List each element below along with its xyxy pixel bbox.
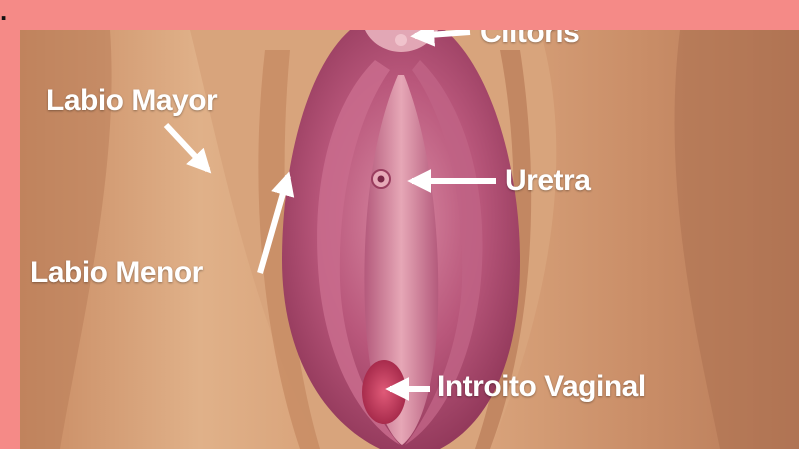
label-clitoris: Clítoris	[480, 30, 579, 48]
label-introito-vaginal: Introito Vaginal	[437, 372, 646, 402]
label-uretra: Uretra	[505, 166, 590, 196]
anatomy-illustration: Clítoris Labio Mayor Labio Menor Uretra …	[20, 30, 799, 449]
label-labio-mayor: Labio Mayor	[46, 86, 217, 116]
arrow-clitoris	[415, 32, 470, 36]
corner-glyph: .	[0, 0, 7, 24]
label-labio-menor: Labio Menor	[30, 258, 203, 288]
